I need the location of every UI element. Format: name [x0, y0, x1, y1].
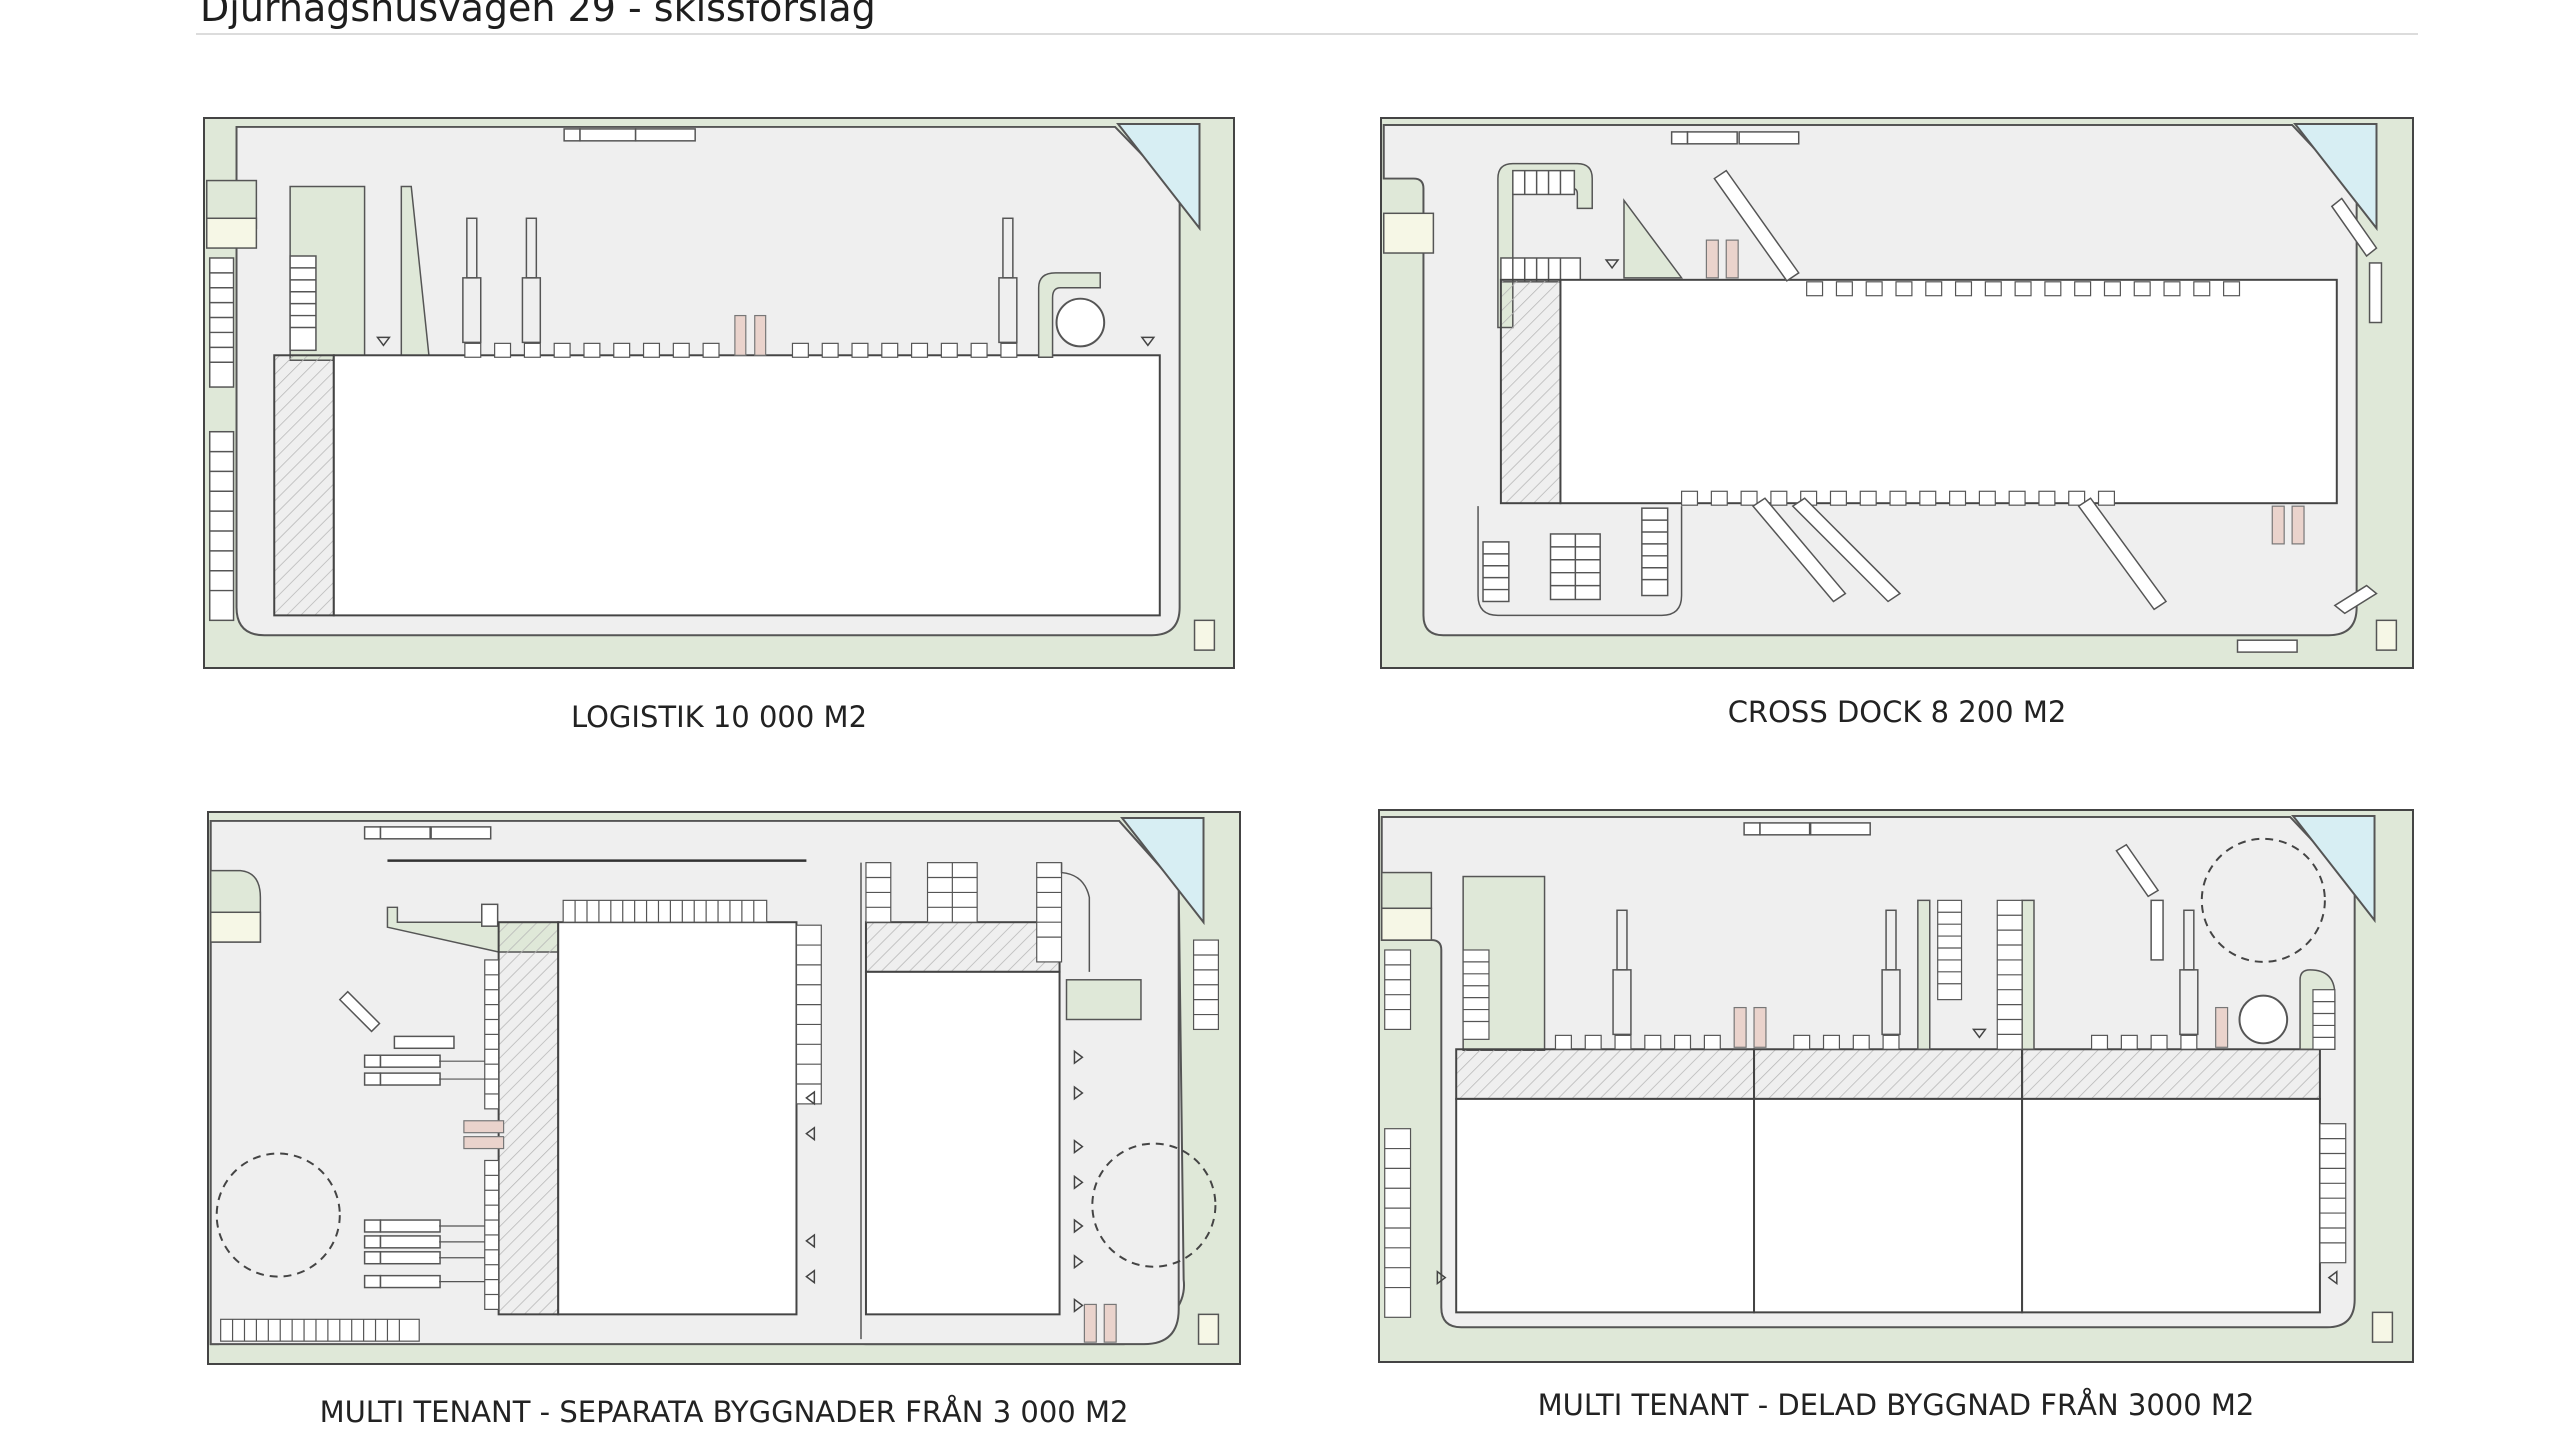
site-plan-multi-tenant-delad [1378, 809, 2414, 1363]
pond [1120, 816, 1205, 926]
warehouse-building [332, 354, 1161, 617]
site-plan-logistik-drawing [205, 122, 1216, 651]
caption-multi-tenant-separata: MULTI TENANT - SEPARATA BYGGNADER FRÅN 3… [319, 1395, 1129, 1429]
site-plan-cross-dock-drawing [1382, 122, 2398, 653]
unit-2 [1753, 1097, 2024, 1314]
building-a [557, 921, 798, 1316]
pond [2293, 122, 2378, 232]
site-plan-multi-tenant-delad-drawing [1380, 814, 2394, 1343]
cross-dock-building [1559, 278, 2338, 505]
caption-logistik: LOGISTIK 10 000 M2 [570, 700, 868, 734]
building-b [864, 970, 1061, 1316]
pond [2291, 814, 2376, 924]
site-plan-multi-tenant-separata-drawing [209, 816, 1220, 1346]
caption-cross-dock: CROSS DOCK 8 200 M2 [1727, 695, 2067, 729]
site-plan-cross-dock [1380, 117, 2414, 669]
site-plan-multi-tenant-separata [207, 811, 1241, 1365]
title-divider [196, 33, 2418, 35]
page-title: Djurhagshusvägen 29 - skissförslag [200, 0, 876, 30]
unit-1 [1455, 1097, 1756, 1314]
caption-multi-tenant-delad: MULTI TENANT - DELAD BYGGNAD FRÅN 3000 M… [1537, 1388, 2255, 1422]
pond [1116, 122, 1201, 232]
site-plan-logistik [203, 117, 1235, 669]
unit-3 [2021, 1097, 2321, 1314]
